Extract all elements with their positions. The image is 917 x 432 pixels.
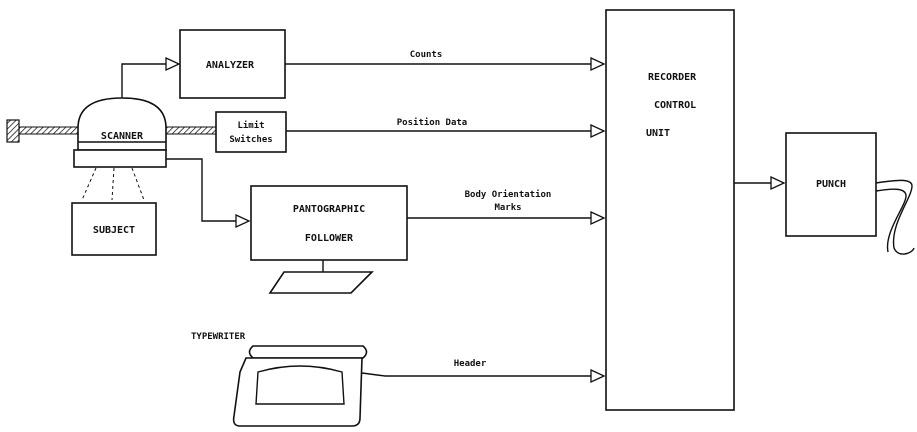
typewriter-platen (250, 346, 367, 358)
recorder-label-1: RECORDER (648, 72, 697, 83)
recorder-label-3: UNIT (646, 128, 670, 139)
signal-labels: Counts Position Data Body Orientation Ma… (397, 50, 552, 369)
signal-counts: Counts (410, 50, 443, 60)
subject-block: SUBJECT (72, 203, 156, 255)
rail-end-cap (7, 120, 19, 142)
arrow-header (591, 370, 604, 382)
scanner-label: SCANNER (101, 131, 144, 142)
recorder-control-unit-block: RECORDER CONTROL UNIT (606, 10, 734, 410)
signal-position-data: Position Data (397, 117, 467, 128)
pantographic-label-1: PANTOGRAPHIC (293, 204, 365, 215)
scan-beam (82, 168, 144, 200)
arrow-counts (591, 58, 604, 70)
limit-switches-block: Limit Switches (216, 112, 286, 152)
rail-right (166, 127, 216, 134)
recorder-label-2: CONTROL (654, 100, 696, 111)
arrow-to-analyzer (166, 58, 179, 70)
limit-switches-label-1: Limit (237, 120, 264, 131)
line-scanner-pantographic (166, 159, 236, 221)
signal-body-orientation-2: Marks (494, 203, 521, 213)
typewriter-block: TYPEWRITER (191, 332, 367, 426)
pantographic-follower-block: PANTOGRAPHIC FOLLOWER (251, 186, 407, 293)
rail-left (19, 127, 79, 134)
pantographic-label-2: FOLLOWER (305, 233, 354, 244)
arrow-to-pantographic (236, 215, 249, 227)
signal-header: Header (454, 359, 487, 369)
arrow-body-orientation (591, 212, 604, 224)
subject-label: SUBJECT (93, 225, 135, 236)
line-scanner-analyzer (122, 64, 166, 98)
punched-tape-edge (876, 189, 906, 252)
punched-tape (876, 180, 914, 254)
punch-block: PUNCH (786, 133, 914, 254)
signal-body-orientation-1: Body Orientation (465, 189, 552, 200)
arrow-to-punch (771, 177, 784, 189)
scanner-block: SCANNER (74, 98, 166, 167)
typewriter-label: TYPEWRITER (191, 332, 246, 342)
analyzer-label: ANALYZER (206, 60, 255, 71)
limit-switches-label-2: Switches (229, 134, 272, 145)
line-header (362, 373, 591, 376)
tracing-tablet (270, 272, 372, 293)
punch-label: PUNCH (816, 179, 846, 190)
analyzer-block: ANALYZER (180, 30, 285, 98)
arrow-position-data (591, 125, 604, 137)
scanner-base (74, 150, 166, 167)
